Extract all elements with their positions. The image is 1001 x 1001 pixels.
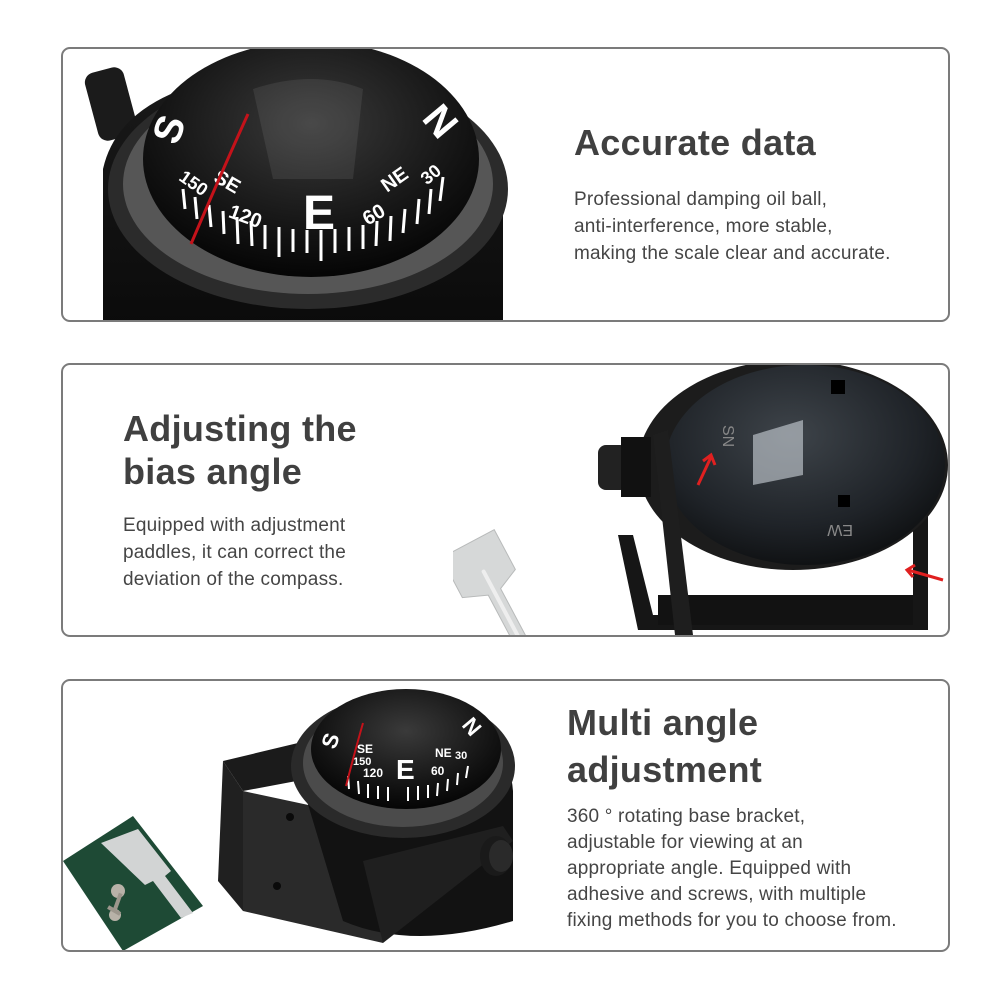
svg-text:E: E [303, 187, 335, 240]
svg-text:E: E [396, 754, 415, 785]
description-line: anti-interference, more stable, [574, 216, 833, 237]
feature-description: Equipped with adjustment paddles, it can… [123, 512, 383, 593]
feature-card-bias-angle: Adjusting the bias angle Equipped with a… [61, 363, 950, 637]
compass-bracket-accessories-image: S 150 SE 120 E 60 NE 30 N [63, 689, 515, 950]
feature-title: Accurate data [574, 122, 816, 163]
svg-text:SN: SN [719, 425, 736, 447]
description-line: 360 ° rotating base bracket, [567, 806, 806, 827]
title-line: adjustment [567, 749, 763, 790]
svg-text:SE: SE [357, 742, 373, 756]
title-line: Adjusting the [123, 408, 357, 449]
svg-text:EW: EW [826, 521, 853, 538]
feature-card-multi-angle: S 150 SE 120 E 60 NE 30 N Multi angle ad… [61, 679, 950, 952]
svg-text:150: 150 [353, 756, 371, 768]
svg-text:120: 120 [363, 766, 383, 780]
description-line: fixing methods for you to choose from. [567, 910, 897, 931]
feature-description: 360 ° rotating base bracket, adjustable … [567, 804, 947, 934]
title-line: bias angle [123, 451, 303, 492]
feature-title: Multi angle adjustment [567, 699, 762, 793]
compass-closeup-image: S 150 SE 120 E 60 NE 30 N [84, 49, 508, 320]
description-line: deviation of the compass. [123, 569, 344, 590]
feature-title: Adjusting the bias angle [123, 407, 357, 493]
compass-adjustment-image: SN EW [453, 365, 948, 635]
description-line: Professional damping oil ball, [574, 189, 828, 210]
description-line: adhesive and screws, with multiple [567, 884, 867, 905]
svg-text:30: 30 [455, 750, 467, 762]
description-line: making the scale clear and accurate. [574, 243, 891, 264]
title-line: Multi angle [567, 702, 759, 743]
description-line: adjustable for viewing at an [567, 832, 803, 853]
feature-card-accurate-data: S 150 SE 120 E 60 NE 30 N Accurate data … [61, 47, 950, 322]
svg-text:NE: NE [435, 746, 452, 760]
description-line: Equipped with adjustment [123, 515, 346, 536]
svg-text:60: 60 [431, 764, 445, 778]
description-line: appropriate angle. Equipped with [567, 858, 852, 879]
description-line: paddles, it can correct the [123, 542, 346, 563]
feature-description: Professional damping oil ball, anti-inte… [574, 186, 944, 267]
